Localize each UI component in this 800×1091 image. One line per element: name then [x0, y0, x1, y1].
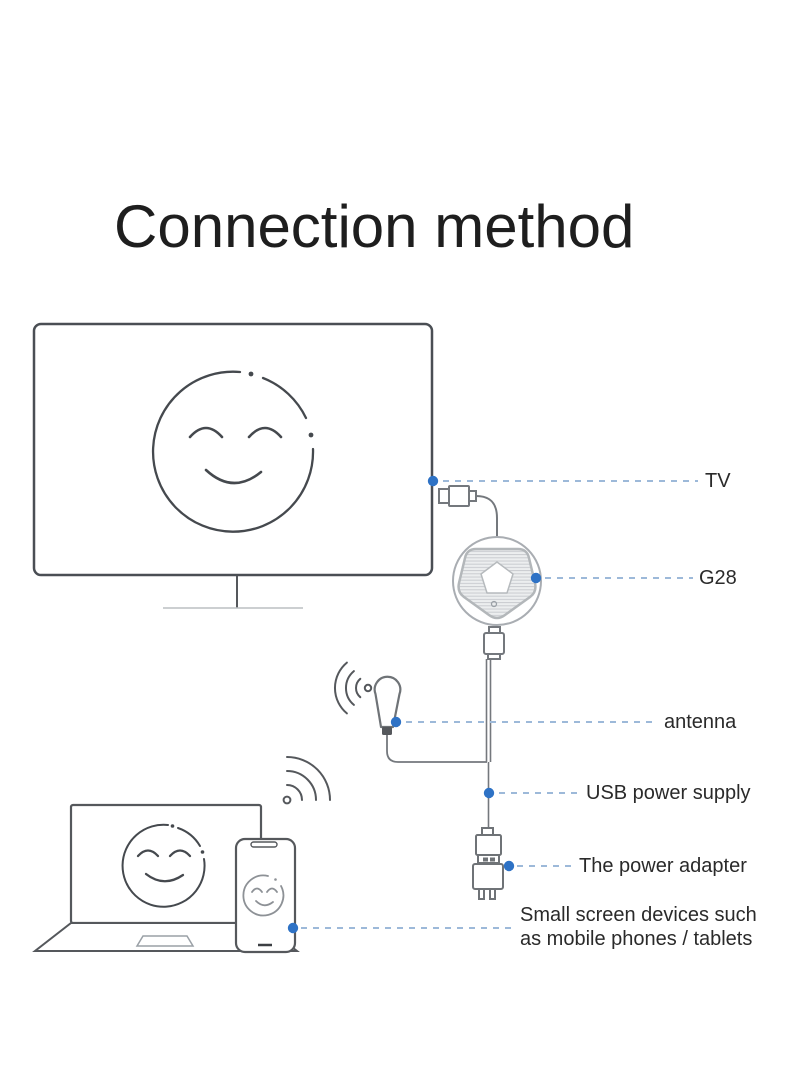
tv-icon [32, 322, 434, 609]
usb-cable [485, 659, 492, 828]
tv-marker-dot [427, 475, 439, 487]
label-g28: G28 [699, 567, 737, 589]
phone-wifi-waves-icon [282, 756, 331, 805]
laptop-smiley-face-icon [121, 823, 206, 908]
usb-plug-icon [475, 827, 502, 864]
label-power-adapter: The power adapter [579, 855, 747, 877]
phone-icon [234, 837, 297, 954]
power-adapter-icon [472, 863, 504, 900]
usb-power-marker-dot [483, 787, 495, 799]
page-title: Connection method [114, 193, 635, 260]
small-screens-marker-dot [287, 922, 299, 934]
phone-smiley-face-icon [242, 874, 285, 917]
label-small-screen-devices: Small screen devices such as mobile phon… [520, 903, 757, 951]
label-small-screen-devices-line2: as mobile phones / tablets [520, 928, 753, 950]
label-usb-power-supply: USB power supply [586, 782, 751, 804]
power-adapter-marker-dot [503, 860, 515, 872]
label-antenna: antenna [664, 711, 737, 733]
antenna-marker-dot [390, 716, 402, 728]
marker-dots [287, 475, 542, 934]
micro-usb-connector-icon [483, 626, 505, 660]
tv-smiley-face-icon [151, 370, 315, 533]
g28-dongle-icon [452, 536, 542, 626]
hdmi-connector-icon [438, 485, 498, 537]
antenna-wifi-waves-icon [334, 661, 373, 715]
label-tv: TV [705, 470, 731, 492]
antenna-icon [373, 675, 487, 763]
g28-marker-dot [530, 572, 542, 584]
label-small-screen-devices-line1: Small screen devices such [520, 904, 757, 926]
leader-lines [301, 480, 698, 929]
laptop-icon [32, 803, 300, 952]
